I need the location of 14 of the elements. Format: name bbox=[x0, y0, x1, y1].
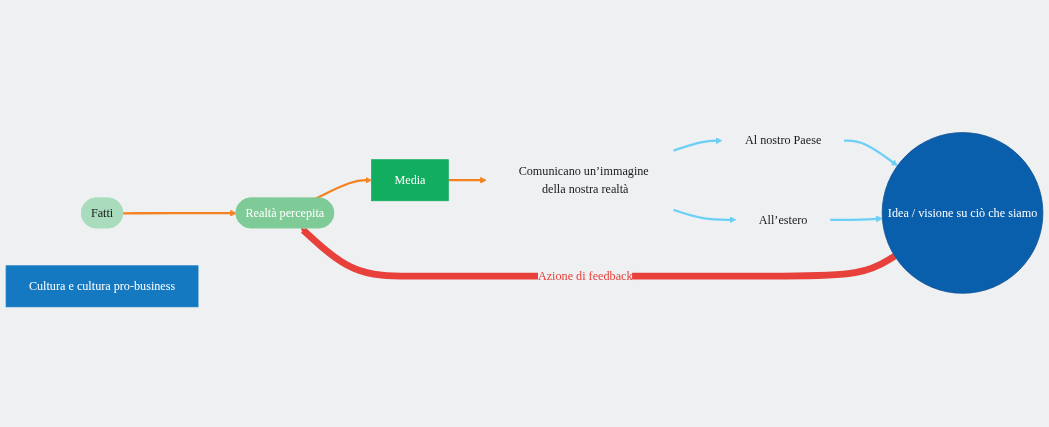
arrow bbox=[123, 209, 237, 217]
node-box: Media bbox=[371, 159, 449, 202]
arrow bbox=[844, 139, 898, 166]
edge-label: Azione di feedback bbox=[537, 269, 633, 283]
node-circle: Idea / visione su ciò che siamo bbox=[881, 132, 1044, 294]
node-text: All’estero bbox=[758, 212, 808, 226]
node-box: Cultura e cultura pro-business bbox=[5, 265, 199, 308]
node-text: Al nostro Paese bbox=[744, 133, 822, 147]
arrow bbox=[315, 176, 372, 200]
arrow bbox=[673, 208, 737, 224]
arrow bbox=[830, 215, 883, 223]
arrow bbox=[448, 176, 487, 184]
node-text: Comunicano un’immagine della nostra realtà bbox=[518, 164, 649, 196]
arrow bbox=[673, 137, 723, 152]
